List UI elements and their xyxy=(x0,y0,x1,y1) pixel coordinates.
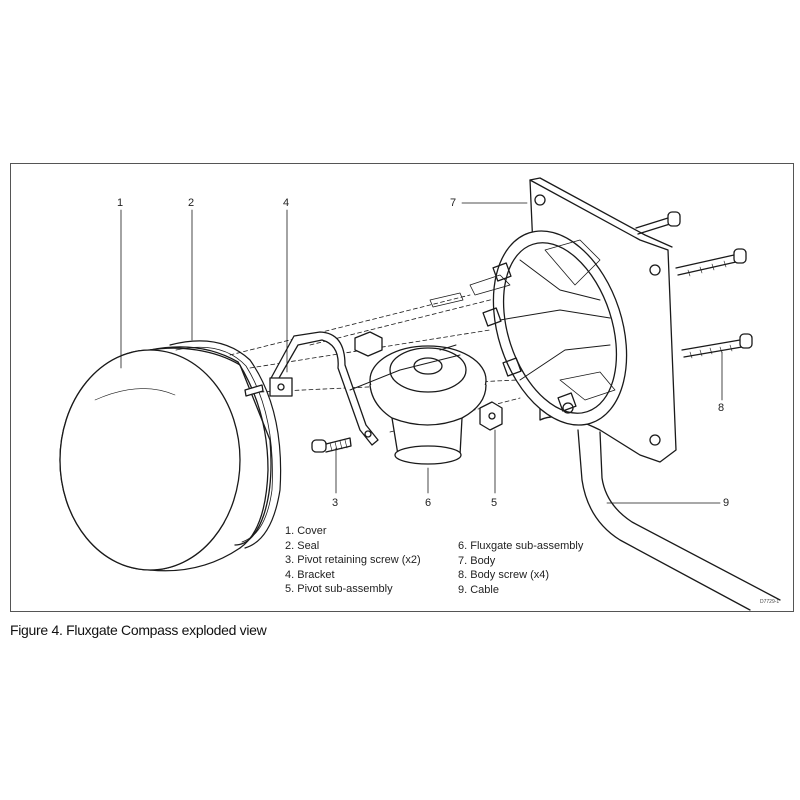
pivot-screw-part xyxy=(244,384,352,453)
callout-4: 4 xyxy=(283,197,290,209)
callout-9: 9 xyxy=(723,497,730,509)
callout-6: 6 xyxy=(425,497,432,509)
seal-part xyxy=(169,340,282,549)
body-part xyxy=(429,177,677,463)
parts-legend-right: 6. Fluxgate sub-assembly 7. Body 8. Body… xyxy=(458,539,583,597)
cable-part xyxy=(577,429,781,611)
drawing-code: D7729-1 xyxy=(760,599,780,605)
callout-5: 5 xyxy=(491,497,498,509)
legend-item: 5. Pivot sub-assembly xyxy=(285,583,393,595)
legend-item: 6. Fluxgate sub-assembly xyxy=(458,540,584,552)
cover-part xyxy=(59,346,272,572)
callout-leaders xyxy=(120,202,723,504)
callout-1: 1 xyxy=(117,197,124,209)
legend-item: 2. Seal xyxy=(285,539,320,552)
figure-caption: Figure 4. Fluxgate Compass exploded view xyxy=(10,622,267,638)
callout-3: 3 xyxy=(332,497,339,509)
legend-item: 9. Cable xyxy=(458,583,499,596)
callout-2: 2 xyxy=(188,197,195,209)
bracket-part xyxy=(269,331,379,446)
legend-item: 1. Cover xyxy=(285,525,327,537)
legend-item: 8. Body screw (x4) xyxy=(458,569,550,581)
callout-7: 7 xyxy=(450,197,457,209)
legend-item: 4. Bracket xyxy=(285,568,335,581)
parts-legend-left: 1. Cover 2. Seal 3. Pivot retaining scre… xyxy=(285,524,421,597)
legend-item: 3. Pivot retaining screw (x2) xyxy=(285,554,421,566)
body-screw-parts xyxy=(635,211,753,359)
fluxgate-sub-assembly-part xyxy=(349,344,487,465)
callout-8: 8 xyxy=(718,402,725,414)
pivot-sub-assembly-part xyxy=(354,331,503,431)
legend-item: 7. Body xyxy=(458,554,496,567)
